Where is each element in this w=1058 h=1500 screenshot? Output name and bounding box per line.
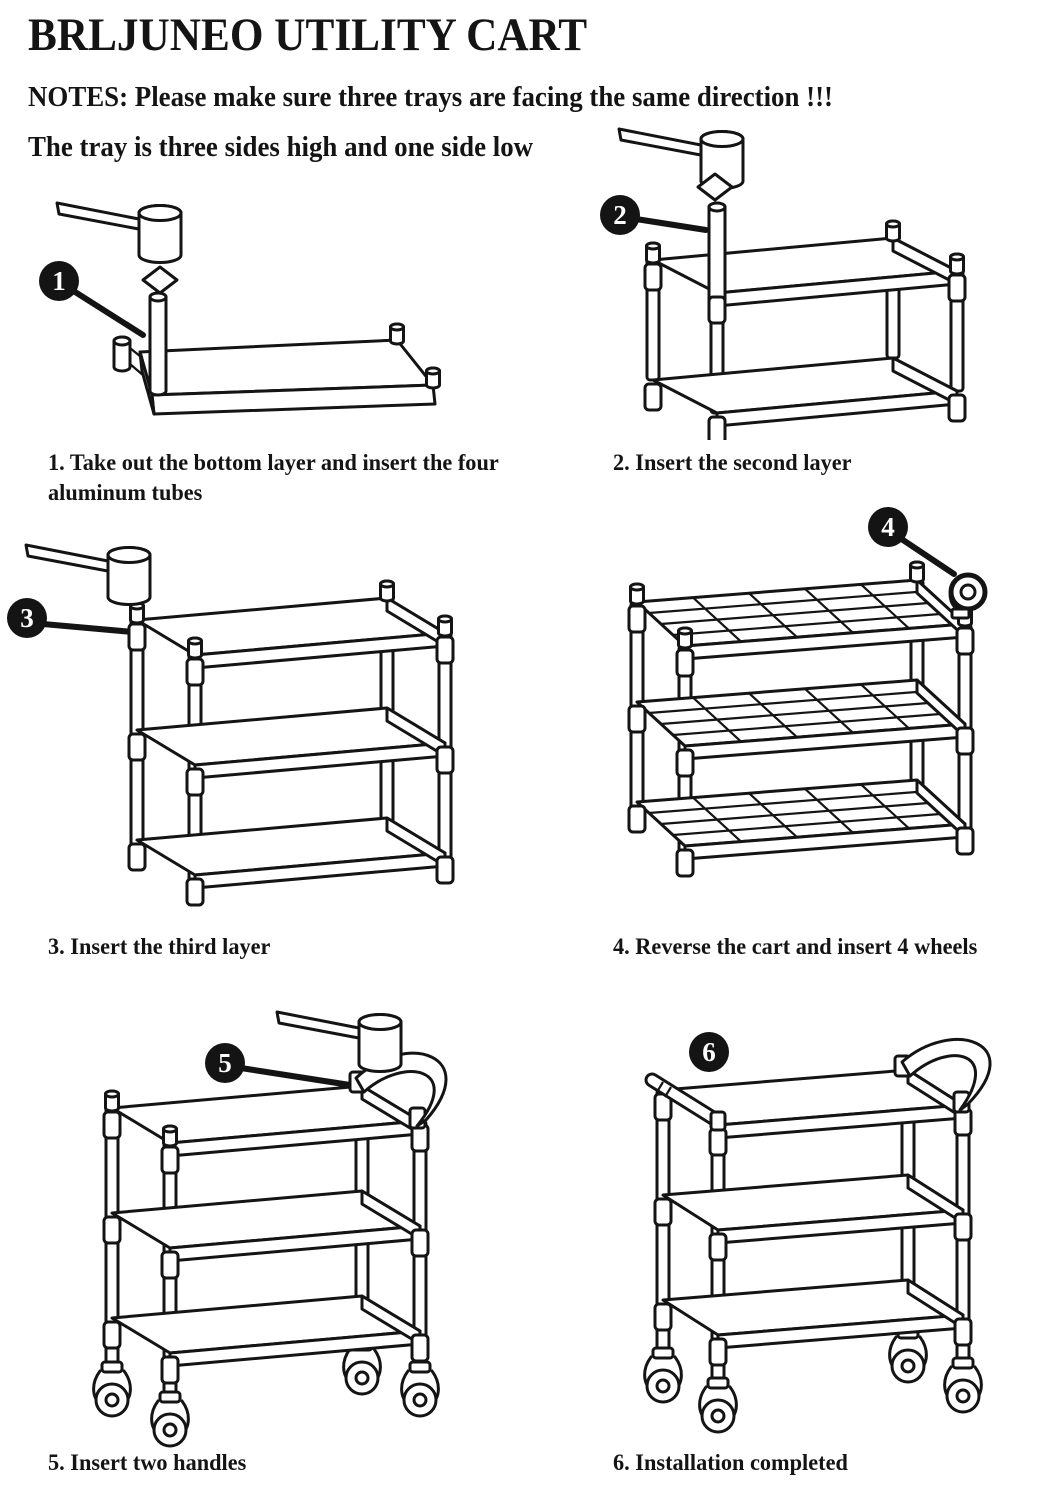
slatted-tray bbox=[635, 778, 967, 861]
mallet-icon bbox=[24, 543, 152, 606]
step-3-leader-line bbox=[40, 621, 136, 635]
caster-wheel-icon bbox=[950, 575, 985, 618]
step-4-illustration bbox=[627, 535, 1050, 878]
note-direction: NOTES: Please make sure three trays are … bbox=[28, 82, 834, 113]
mallet-icon bbox=[55, 201, 183, 264]
caster-wheel-icon bbox=[150, 1390, 190, 1448]
caster-wheel-icon bbox=[943, 1356, 983, 1414]
step-6-caption: 6. Installation completed bbox=[613, 1450, 848, 1475]
corner-stub bbox=[949, 252, 965, 276]
cart-handle bbox=[644, 1072, 727, 1132]
step-5-caption: 5. Insert two handles bbox=[48, 1450, 247, 1475]
step-5-illustration bbox=[92, 1010, 448, 1448]
corner-stub bbox=[162, 1124, 178, 1148]
step-4-leader-line bbox=[897, 535, 957, 577]
step-2-badge: 2 bbox=[600, 195, 640, 235]
corner-stub bbox=[885, 219, 901, 243]
caster-wheel-icon bbox=[400, 1360, 440, 1418]
step-5-leader-line bbox=[238, 1065, 353, 1088]
diamond-marker bbox=[141, 265, 179, 295]
step-1-leader-line bbox=[69, 287, 146, 338]
caster-wheel-icon bbox=[698, 1376, 738, 1434]
step-1-caption: 1. Take out the bottom layer and insert … bbox=[48, 450, 499, 506]
corner-stub bbox=[425, 366, 441, 390]
step-1-figure bbox=[10, 185, 480, 440]
caster-wheel-icon bbox=[888, 1326, 928, 1384]
step-1-illustration bbox=[55, 201, 441, 416]
step-4-badge: 4 bbox=[868, 507, 908, 547]
corner-stub bbox=[104, 1089, 120, 1113]
aluminum-tube bbox=[148, 291, 168, 397]
corner-stub bbox=[645, 241, 661, 265]
step-3-caption: 3. Insert the third layer bbox=[48, 934, 271, 959]
step-6-illustration bbox=[643, 1038, 992, 1434]
leg-end-stub bbox=[629, 582, 645, 606]
step-3-illustration bbox=[24, 543, 455, 907]
leg-end-stub bbox=[909, 560, 925, 584]
step-4-figure bbox=[540, 500, 1050, 930]
step-6-figure bbox=[540, 1000, 1050, 1460]
corner-stub bbox=[437, 614, 453, 638]
page-title: BRLJUNEO UTILITY CART bbox=[28, 9, 588, 61]
note-tray-sides: The tray is three sides high and one sid… bbox=[28, 132, 534, 163]
step-6-badge: 6 bbox=[689, 1032, 729, 1072]
caster-wheel-icon bbox=[92, 1360, 132, 1418]
step-1-badge: 1 bbox=[39, 261, 79, 301]
step-2-leader-line bbox=[633, 216, 709, 233]
aluminum-tube bbox=[707, 201, 727, 307]
step-3-badge: 3 bbox=[7, 598, 47, 638]
caster-wheel-icon bbox=[643, 1346, 683, 1404]
leg-end-stub bbox=[677, 626, 693, 650]
step-2-illustration bbox=[617, 127, 967, 445]
slatted-tray bbox=[635, 678, 967, 761]
corner-stub bbox=[129, 601, 145, 625]
corner-stub bbox=[389, 322, 405, 346]
step-5-figure bbox=[20, 1000, 500, 1460]
cart-handle bbox=[893, 1038, 992, 1114]
corner-stub bbox=[379, 579, 395, 603]
step-3-figure bbox=[5, 540, 505, 925]
step-2-caption: 2. Insert the second layer bbox=[613, 450, 852, 475]
step-2-figure bbox=[560, 125, 1040, 445]
corner-stub bbox=[187, 636, 203, 660]
step-4-caption: 4. Reverse the cart and insert 4 wheels bbox=[613, 934, 978, 959]
step-5-badge: 5 bbox=[205, 1043, 245, 1083]
mallet-icon bbox=[275, 1010, 403, 1073]
